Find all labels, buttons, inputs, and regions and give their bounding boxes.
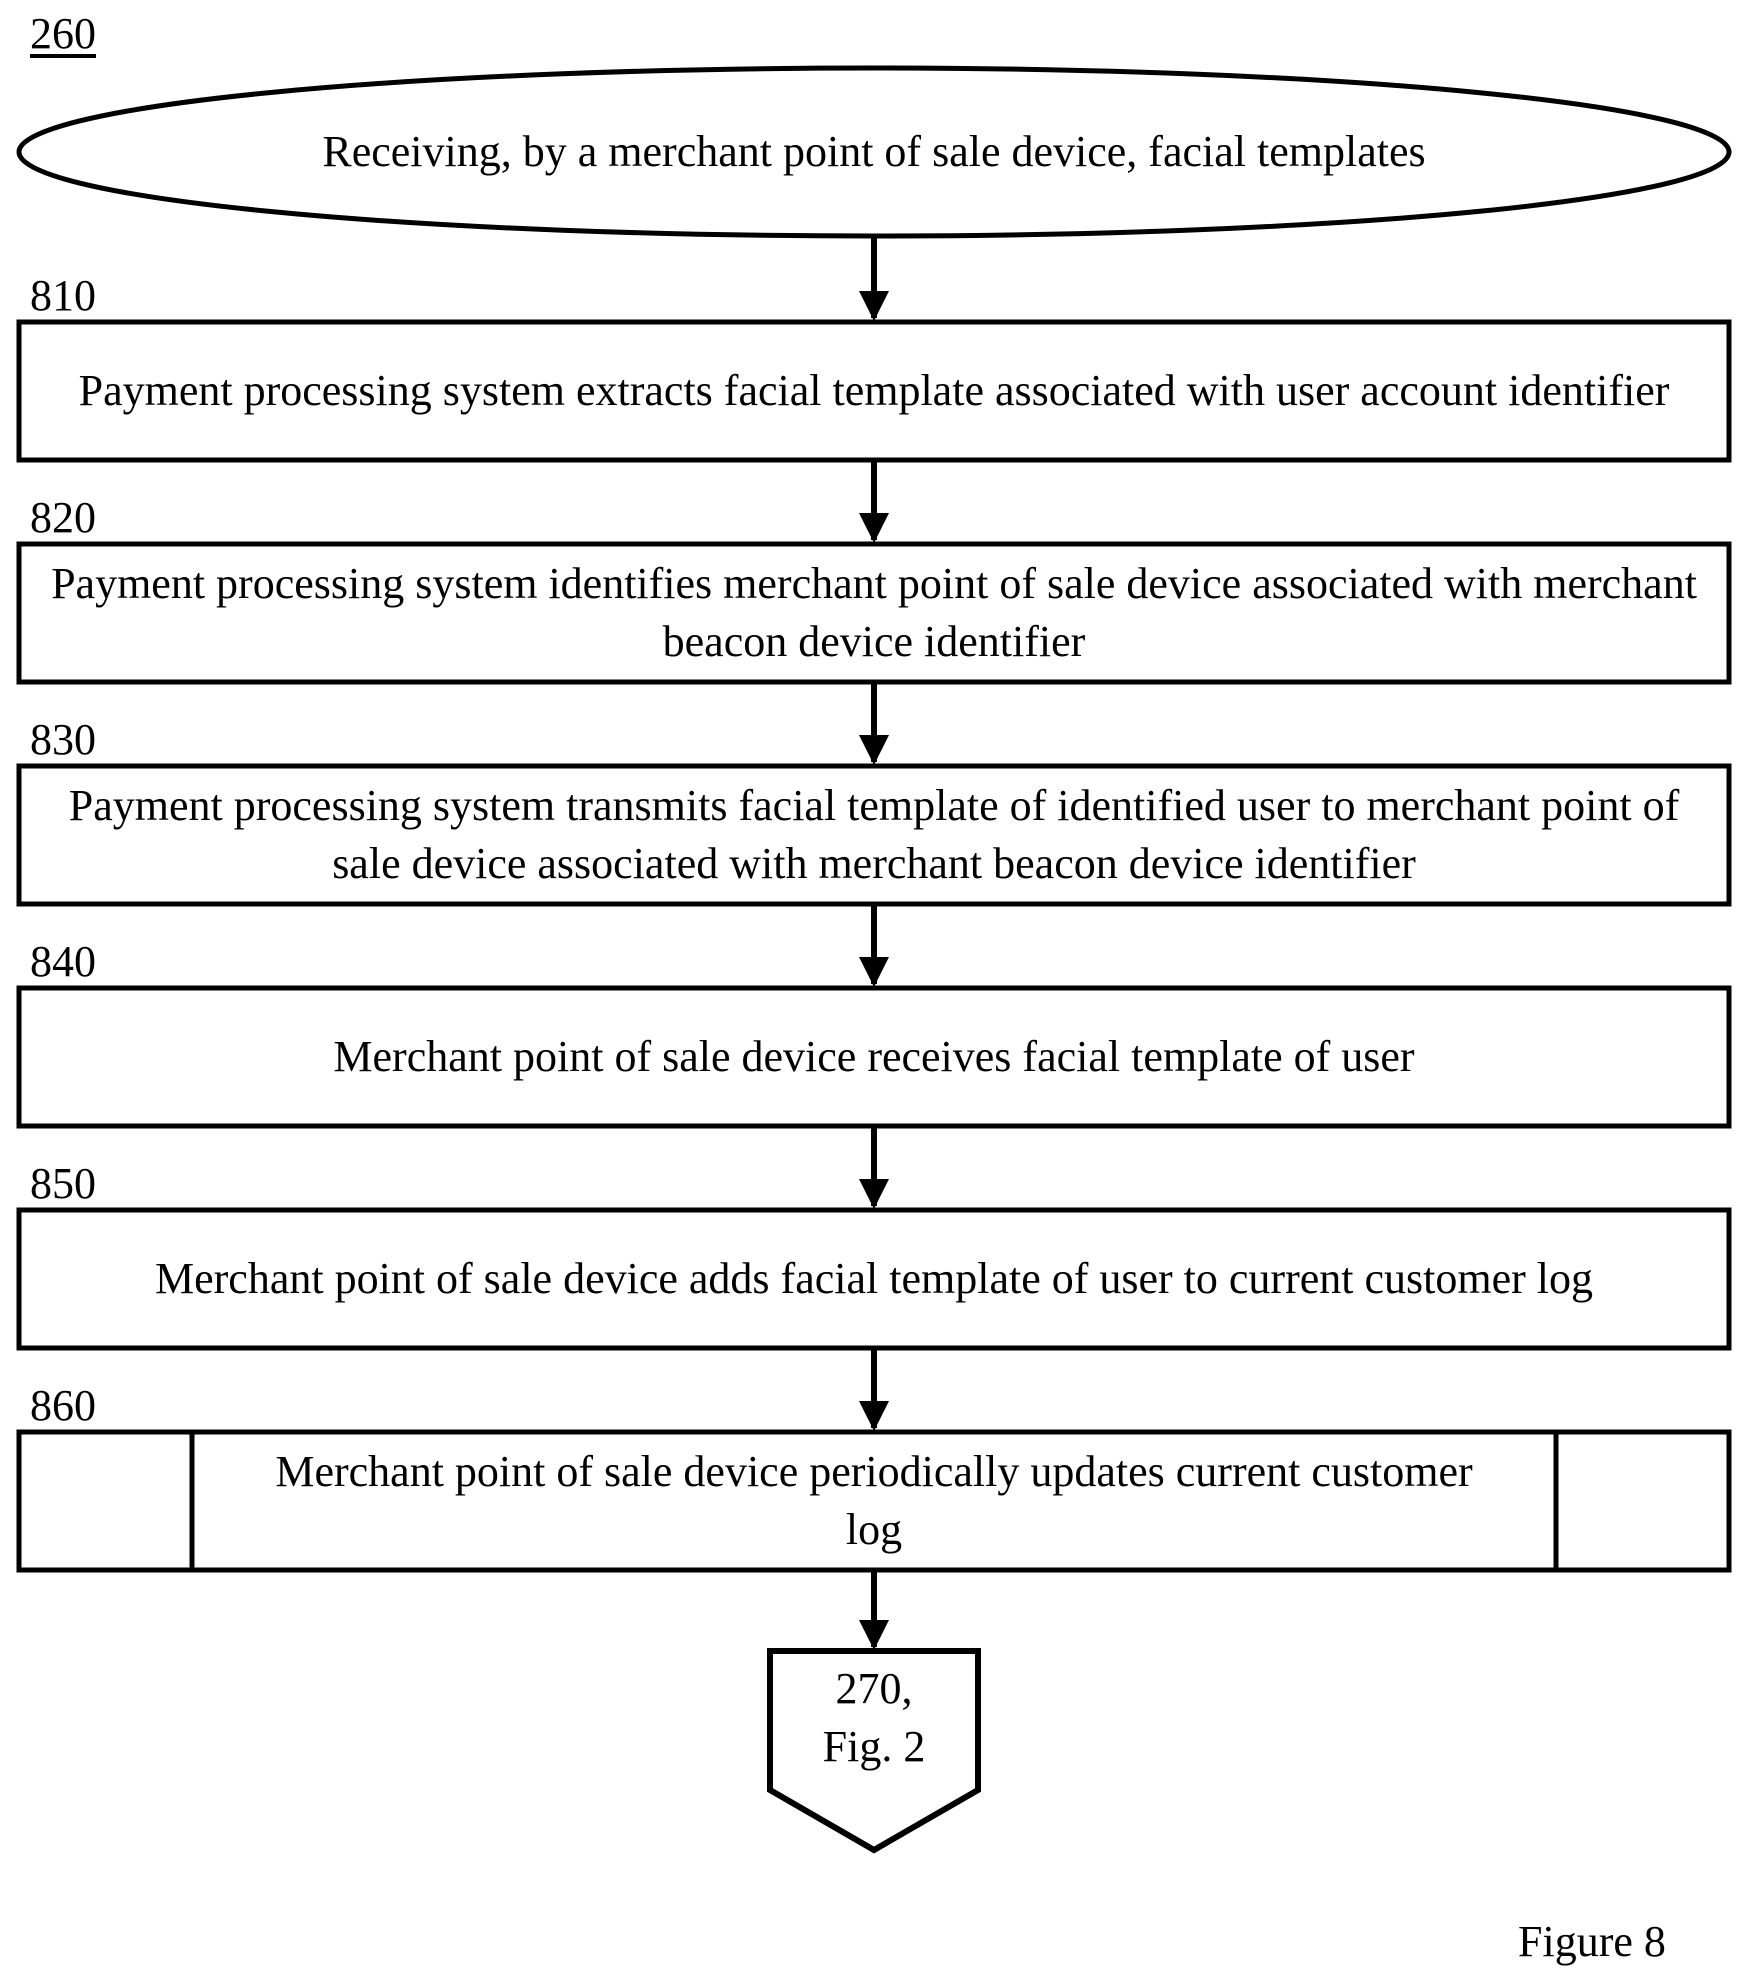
step-ref-860: 860: [30, 1384, 96, 1428]
connector-label-line2: Fig. 2: [776, 1718, 972, 1776]
step-label-810: Payment processing system extracts facia…: [32, 325, 1716, 457]
step-label-860: Merchant point of sale device periodical…: [250, 1435, 1498, 1567]
step-ref-830: 830: [30, 718, 96, 762]
step-ref-810: 810: [30, 274, 96, 318]
step-ref-850: 850: [30, 1162, 96, 1206]
step-ref-840: 840: [30, 940, 96, 984]
start-terminal-label: Receiving, by a merchant point of sale d…: [110, 110, 1638, 194]
figure-label: Figure 8: [1518, 1920, 1666, 1964]
step-label-830: Payment processing system transmits faci…: [32, 769, 1716, 901]
step-ref-820: 820: [30, 496, 96, 540]
step-label-850: Merchant point of sale device adds facia…: [32, 1213, 1716, 1345]
connector-label-line1: 270,: [776, 1660, 972, 1718]
step-label-840: Merchant point of sale device receives f…: [32, 991, 1716, 1123]
start-reference-number: 260: [30, 12, 96, 56]
step-label-820: Payment processing system identifies mer…: [32, 547, 1716, 679]
